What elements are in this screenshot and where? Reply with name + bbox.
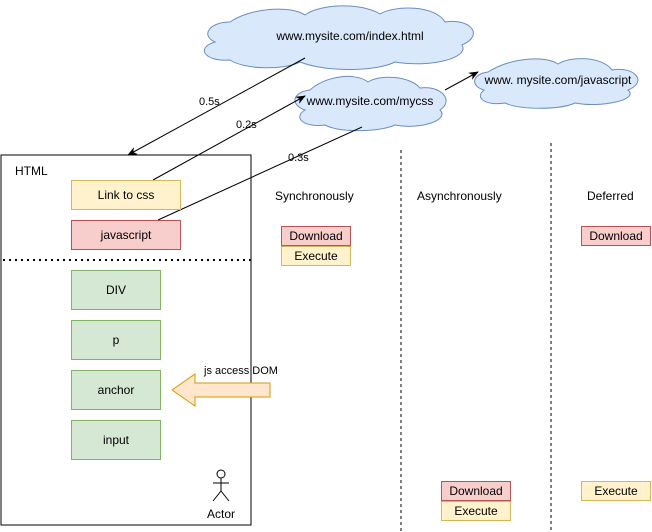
sync-download: Download: [281, 226, 351, 246]
cloud-index: [203, 5, 474, 70]
timing-js: 0.3s: [288, 152, 309, 164]
deferred-execute: Execute: [581, 481, 651, 501]
html-title: HTML: [15, 164, 48, 178]
edge-linkcss-to-mycss: [152, 95, 306, 181]
p-box: p: [71, 320, 161, 360]
async-execute: Execute: [441, 501, 511, 521]
edge-mycss-to-js: [444, 71, 479, 91]
javascript-box: javascript: [71, 220, 181, 250]
cloud-javascript-label: www. mysite.com/javascript: [484, 73, 632, 87]
link-css-box: Link to css: [71, 180, 181, 210]
column-sync-header: Synchronously: [275, 189, 354, 203]
actor-label: Actor: [207, 507, 236, 521]
div-box: DIV: [71, 270, 161, 310]
js-access-dom-label: js access DOM: [204, 365, 278, 377]
js-access-dom-arrow: [171, 373, 271, 407]
timing-css: 0.2s: [236, 119, 257, 131]
column-async-header: Asynchronously: [417, 189, 502, 203]
input-box: input: [71, 420, 161, 460]
async-download: Download: [441, 481, 511, 501]
sync-execute: Execute: [281, 246, 351, 266]
cloud-javascript: [474, 58, 639, 109]
anchor-box: anchor: [71, 370, 161, 410]
actor-icon: [212, 469, 230, 502]
column-deferred-header: Deferred: [587, 189, 634, 203]
cloud-index-label: www.mysite.com/index.html: [276, 29, 424, 43]
timing-index: 0.5s: [199, 96, 220, 108]
edge-javascript-to-js: [157, 126, 363, 221]
cloud-css-label: www.mysite.com/mycss: [306, 94, 434, 108]
cloud-css: [294, 76, 447, 132]
edge-index-to-html: [127, 57, 306, 156]
deferred-download: Download: [581, 226, 651, 246]
